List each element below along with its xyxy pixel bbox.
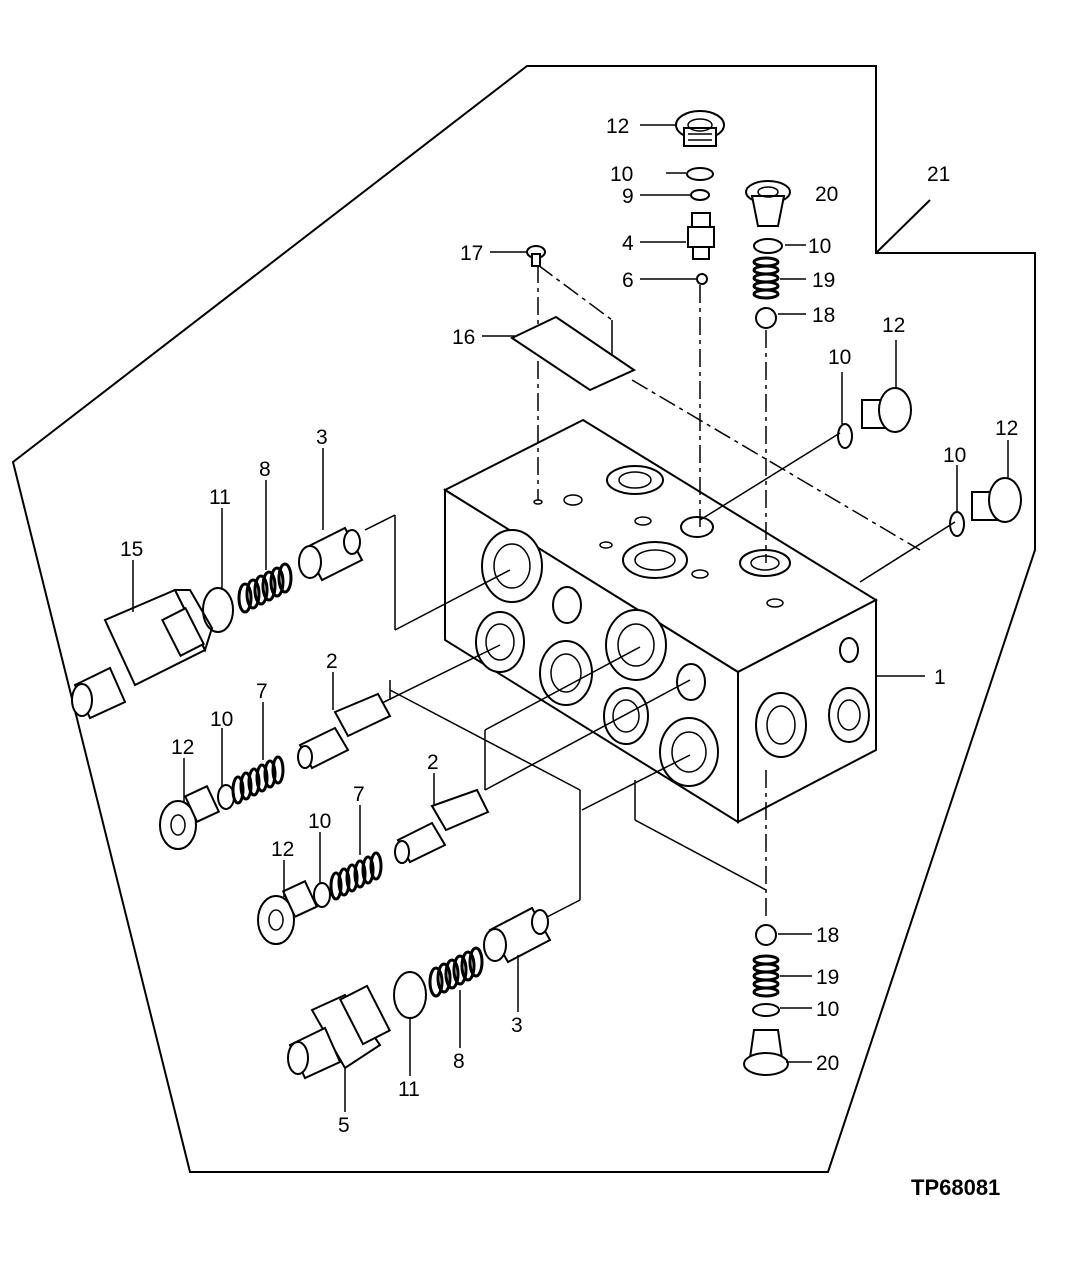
callout-10-bottom: 10 — [816, 998, 839, 1021]
o-ring-10-right — [753, 238, 783, 254]
spring-19-bottom — [752, 954, 780, 998]
callout-21: 21 — [927, 163, 950, 186]
plug-12-left-a — [159, 784, 221, 850]
assembly-lines — [364, 264, 956, 920]
callout-3-lower: 3 — [511, 1014, 523, 1037]
leader-lines — [132, 124, 1009, 1112]
callout-12-right-a: 12 — [882, 314, 905, 337]
spring-7-lower — [329, 851, 383, 901]
callout-12-top: 12 — [606, 115, 629, 138]
callout-3-upper: 3 — [316, 426, 328, 449]
callout-18-top: 18 — [812, 304, 835, 327]
plug-20-bottom — [743, 1029, 789, 1076]
spool-2-lower — [394, 788, 490, 864]
o-ring-10-left-b — [313, 882, 331, 908]
boundary-leader-21 — [875, 199, 931, 254]
callout-2-upper: 2 — [326, 650, 338, 673]
ball-18-top — [755, 307, 777, 329]
callout-10-stack: 10 — [808, 235, 831, 258]
callout-10-right-a: 10 — [828, 346, 851, 369]
spool-3-lower — [483, 906, 552, 964]
callout-1: 1 — [934, 666, 946, 689]
o-ring-10-top — [686, 167, 714, 181]
callout-12-left-b: 12 — [271, 838, 294, 861]
callout-20-top: 20 — [815, 183, 838, 206]
pin-17 — [526, 245, 546, 267]
callout-19-top: 19 — [812, 269, 835, 292]
callout-17: 17 — [460, 242, 483, 265]
relief-cartridge-4 — [687, 212, 715, 260]
callout-10-top: 10 — [610, 163, 633, 186]
callout-19-bottom: 19 — [816, 966, 839, 989]
callout-7-lower: 7 — [353, 783, 365, 806]
callout-2-lower: 2 — [427, 751, 439, 774]
solenoid-15 — [71, 588, 214, 720]
callout-16: 16 — [452, 326, 475, 349]
callout-18-bottom: 18 — [816, 924, 839, 947]
callout-6: 6 — [622, 269, 634, 292]
callout-labels: 12 10 9 4 6 17 16 20 10 19 18 21 10 12 1… — [120, 115, 1018, 1137]
o-ring-10-bottom — [752, 1003, 780, 1017]
o-ring-9 — [690, 189, 710, 201]
spring-8-lower — [428, 946, 484, 998]
o-ring-11-upper — [202, 587, 234, 633]
callout-9: 9 — [622, 185, 634, 208]
ball-18-bottom — [755, 924, 777, 946]
ball-6 — [696, 273, 708, 285]
callout-10-left-a: 10 — [210, 708, 233, 731]
callout-7-upper: 7 — [256, 680, 268, 703]
figure-reference: TP68081 — [911, 1175, 1000, 1200]
callout-5: 5 — [338, 1114, 350, 1137]
spring-7-upper — [231, 755, 285, 805]
solenoid-5 — [287, 984, 392, 1080]
o-ring-11-lower — [393, 971, 427, 1019]
callout-11-lower: 11 — [398, 1078, 420, 1101]
callout-8-lower: 8 — [453, 1050, 465, 1073]
spool-2-upper — [297, 692, 392, 770]
valve-body — [442, 418, 879, 824]
spring-19-top — [752, 256, 780, 300]
plug-12-top — [675, 110, 725, 147]
plug-12-left-b — [257, 879, 319, 945]
plug-12-right-a — [861, 387, 912, 433]
spool-3-upper — [298, 526, 364, 582]
callout-11-upper: 11 — [209, 486, 231, 509]
callout-15: 15 — [120, 538, 143, 561]
plug-20-top — [745, 180, 791, 227]
callout-10-left-b: 10 — [308, 810, 331, 833]
callout-4: 4 — [622, 232, 634, 255]
spring-8-upper — [237, 562, 293, 614]
plug-12-right-b — [971, 477, 1022, 523]
plate-16 — [509, 315, 637, 392]
callout-10-right-b: 10 — [943, 444, 966, 467]
callout-12-right-b: 12 — [995, 417, 1018, 440]
callout-20-bottom: 20 — [816, 1052, 839, 1075]
callout-12-left-a: 12 — [171, 736, 194, 759]
o-ring-10-right-a — [837, 423, 853, 449]
callout-8-upper: 8 — [259, 458, 271, 481]
